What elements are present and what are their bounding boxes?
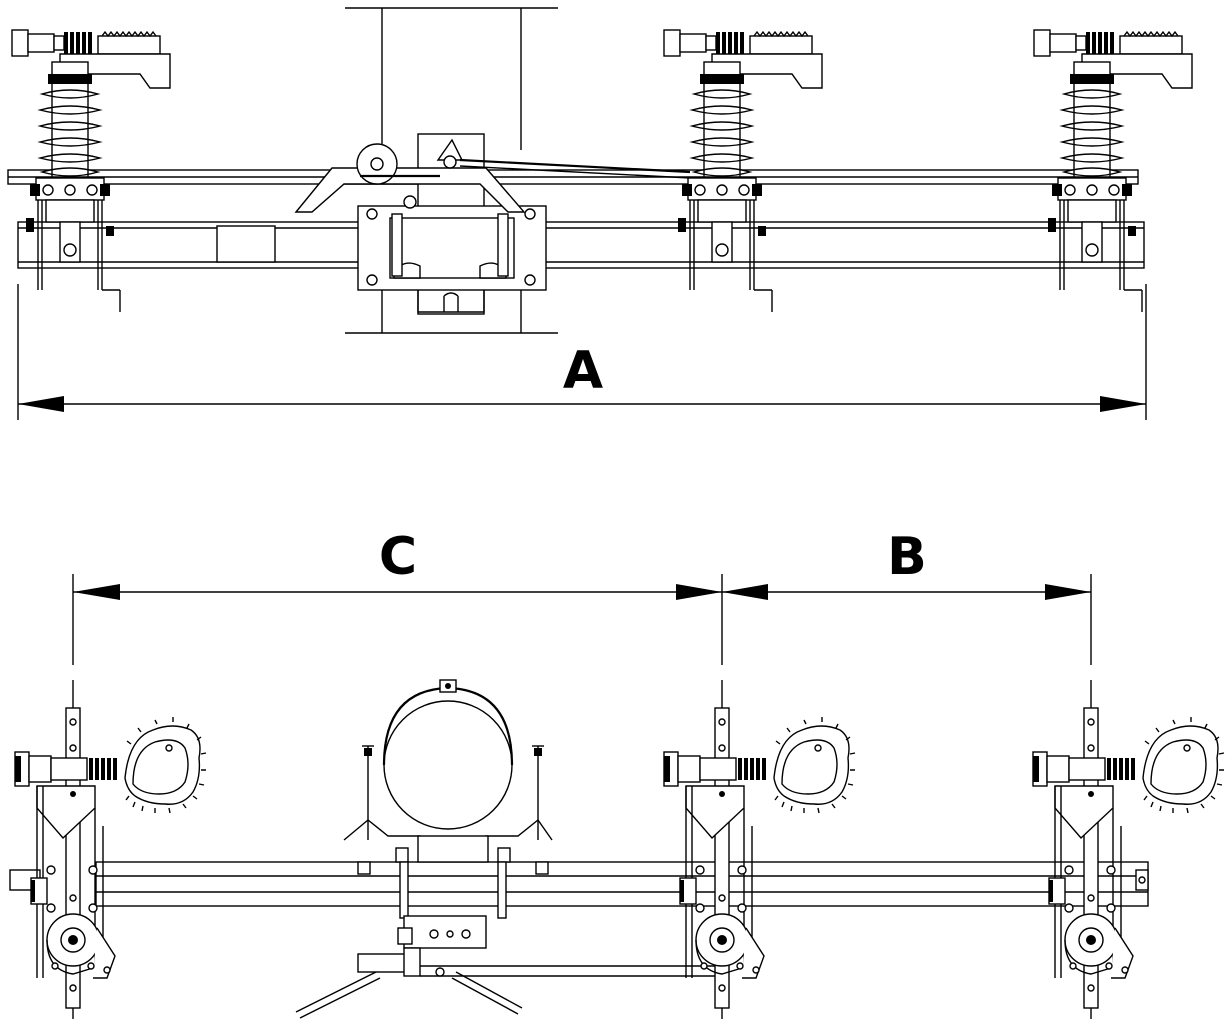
dimension-a-arrow-right xyxy=(1100,396,1146,412)
pole-cross-section xyxy=(383,700,513,830)
top-view xyxy=(7,7,1193,334)
pole-clamp xyxy=(295,679,722,1019)
dimension-c: C xyxy=(72,527,722,665)
dimension-c-label: C xyxy=(379,527,417,587)
dimension-a-arrow-left xyxy=(18,396,64,412)
mechanism-unit-left xyxy=(14,707,207,1009)
operating-rod xyxy=(7,169,1139,185)
dimension-b: B xyxy=(721,527,1092,665)
dimension-a-label: A xyxy=(563,341,603,401)
dimension-b-label: B xyxy=(887,527,927,587)
dimension-a: A xyxy=(17,284,1147,420)
mechanism-unit-middle xyxy=(663,707,856,1009)
dimension-c-arrow-right xyxy=(676,584,722,600)
dimension-c-arrow-left xyxy=(73,584,120,600)
dimension-b-arrow-right xyxy=(1045,584,1091,600)
mechanism-unit-right xyxy=(1032,707,1225,1009)
nameplate xyxy=(216,225,276,263)
dimension-b-arrow-left xyxy=(722,584,768,600)
center-mounting-bracket xyxy=(294,133,691,315)
crossbar-beam xyxy=(17,221,1145,269)
crossbar-beam-bottom xyxy=(9,861,1149,907)
bottom-view xyxy=(9,679,1225,1019)
